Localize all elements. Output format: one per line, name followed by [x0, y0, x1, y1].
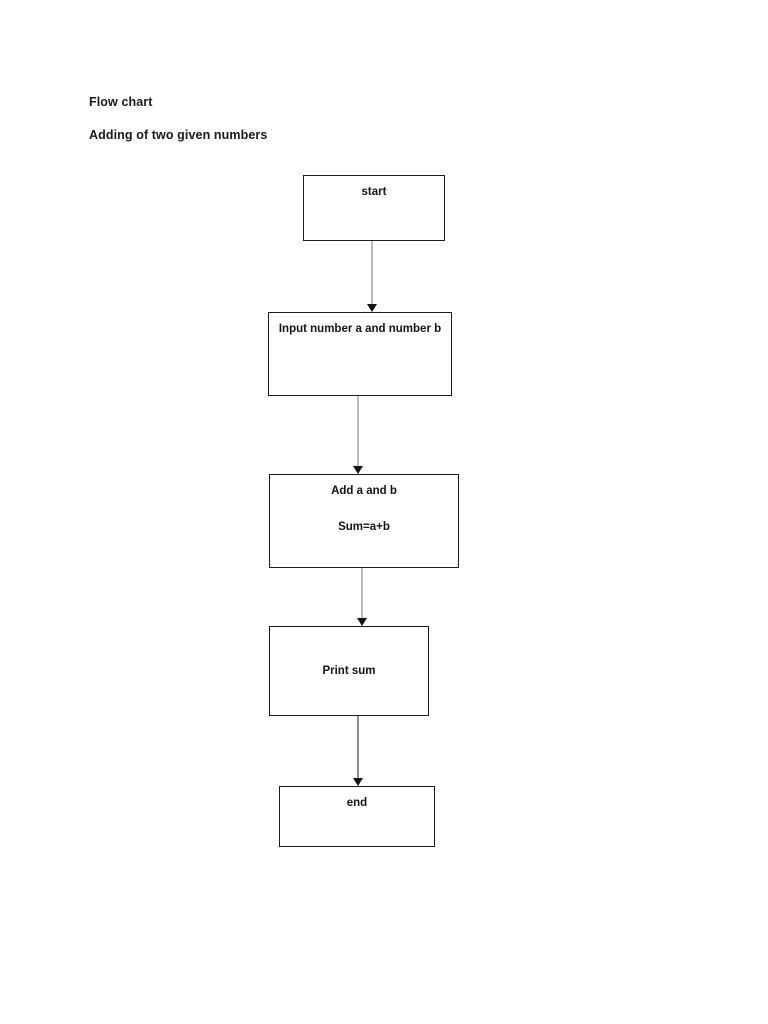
flowchart-node-print: Print sum: [269, 626, 429, 716]
flowchart-connector-start-to-input: [366, 241, 378, 312]
page-title: Flow chart: [89, 95, 153, 109]
connector-line: [357, 716, 359, 778]
flowchart-node-input: Input number a and number b: [268, 312, 452, 396]
flowchart-node-start-label: start: [361, 186, 387, 198]
arrowhead-down-icon: [353, 466, 363, 474]
flowchart-node-add-label-line2: Sum=a+b: [338, 520, 390, 533]
flowchart-node-start: start: [303, 175, 445, 241]
flowchart-node-end-label: end: [346, 797, 368, 809]
arrowhead-down-icon: [353, 778, 363, 786]
flowchart-connector-input-to-add: [352, 396, 364, 474]
page-subtitle: Adding of two given numbers: [89, 128, 268, 142]
flowchart-connector-print-to-end: [352, 716, 364, 786]
flowchart-connector-add-to-print: [356, 568, 368, 626]
connector-line: [371, 241, 373, 304]
connector-line: [357, 396, 359, 466]
connector-line: [361, 568, 363, 618]
arrowhead-down-icon: [357, 618, 367, 626]
arrowhead-down-icon: [367, 304, 377, 312]
flowchart-node-input-label: Input number a and number b: [278, 323, 442, 335]
flowchart-node-add: Add a and b Sum=a+b: [269, 474, 459, 568]
flowchart-node-add-label-line1: Add a and b: [331, 485, 397, 497]
flowchart-node-print-label: Print sum: [322, 664, 376, 677]
flowchart-node-end: end: [279, 786, 435, 847]
